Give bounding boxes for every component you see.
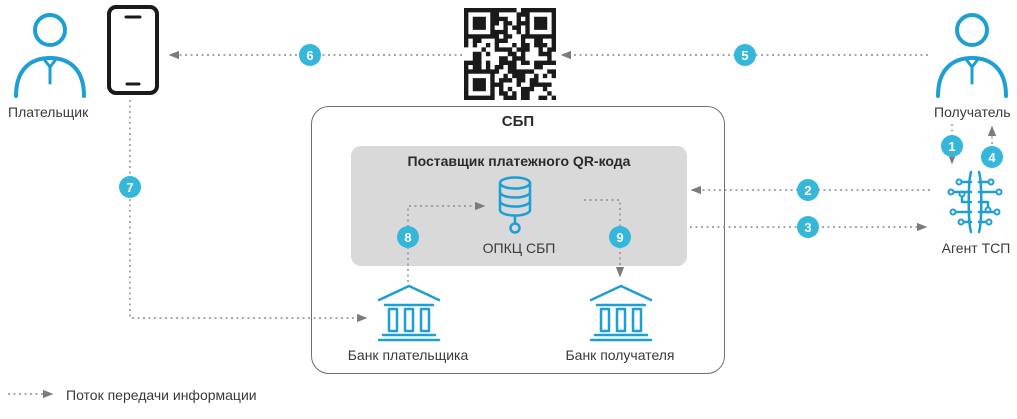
arrow-step8-payer-bank-to-opkc — [407, 201, 486, 282]
step-badge-1: 1 — [941, 135, 963, 157]
agent-label: Агент ТСП — [941, 240, 1011, 256]
recipient-bank-icon — [588, 282, 654, 347]
step-badge-8: 8 — [397, 226, 419, 248]
arrow-step7-phone-to-payer-bank — [129, 100, 368, 323]
payer-icon — [10, 6, 90, 103]
step-badge-6: 6 — [299, 44, 321, 66]
payer-bank-icon — [376, 282, 442, 347]
arrow-step9-opkc-to-recipient-bank — [584, 199, 625, 278]
recipient-label: Получатель — [934, 104, 1011, 120]
step-badge-7: 7 — [119, 176, 141, 198]
opkc-label: ОПКЦ СБП — [482, 240, 556, 256]
legend-label: Поток передачи информации — [66, 387, 257, 403]
payer-label: Плательщик — [8, 104, 89, 120]
qr-provider-title: Поставщик платежного QR-кода — [407, 153, 631, 169]
step-badge-2: 2 — [797, 179, 819, 201]
step-badge-5: 5 — [734, 44, 756, 66]
step-badge-9: 9 — [609, 226, 631, 248]
qr-code — [464, 8, 556, 105]
step-badge-3: 3 — [797, 216, 819, 238]
payer-bank-label: Банк плательщика — [347, 347, 469, 363]
smartphone-icon — [106, 4, 160, 101]
database-icon — [491, 174, 539, 241]
recipient-bank-label: Банк получателя — [565, 347, 675, 363]
step-badge-4: 4 — [981, 146, 1003, 168]
recipient-icon — [932, 6, 1012, 103]
sbp-title: СБП — [501, 113, 535, 130]
agent-circuit-icon — [938, 168, 1012, 241]
